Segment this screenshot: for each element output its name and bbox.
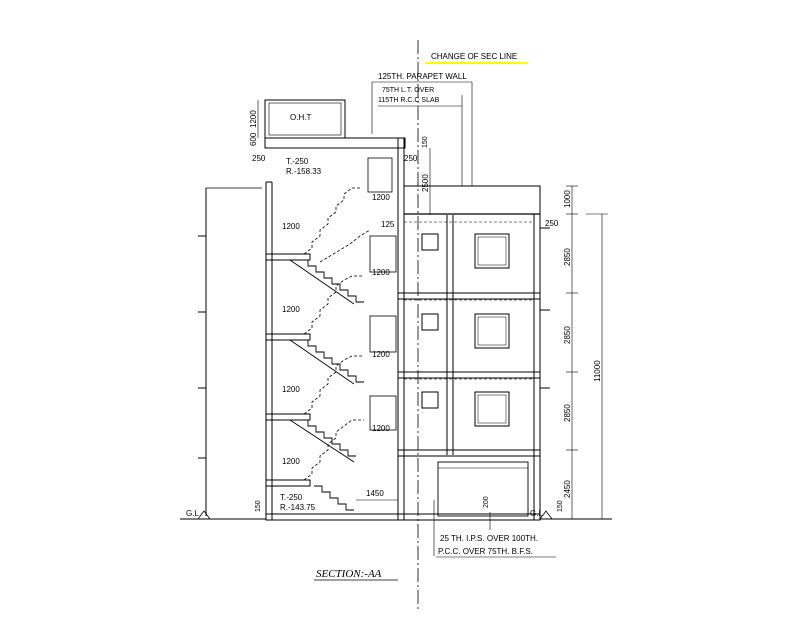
flight-solid-3-soffit bbox=[289, 419, 355, 463]
stair-top-tread: T.-250 bbox=[286, 157, 309, 166]
flight-solid-1-soffit bbox=[289, 259, 355, 305]
dim-oht-base: 600 bbox=[249, 132, 258, 146]
oht-label: O.H.T bbox=[290, 113, 311, 122]
small-window-3 bbox=[421, 391, 439, 409]
section-title: SECTION:-AA bbox=[316, 568, 382, 580]
flight-dashed-3 bbox=[303, 355, 364, 415]
dim-floor-2850-c: 2850 bbox=[563, 404, 572, 422]
dim-floor-2850-a: 2850 bbox=[563, 248, 572, 266]
dim-landing-r1: 1200 bbox=[372, 193, 390, 202]
large-window-3-inner bbox=[477, 394, 507, 424]
plinth-band bbox=[265, 513, 541, 521]
stair-top-riser: R.-158.33 bbox=[286, 167, 322, 176]
dim-floor-2850-b: 2850 bbox=[563, 326, 572, 344]
stair-bottom-riser: R.-143.75 bbox=[280, 503, 316, 512]
floor-note-line1: 25 TH. I.P.S. OVER 100TH. bbox=[440, 534, 538, 543]
gl-right-marker bbox=[539, 510, 553, 520]
flight-solid-2-soffit bbox=[289, 339, 355, 385]
floor-slab-1 bbox=[397, 449, 541, 457]
dim-oht-height: 1200 bbox=[249, 110, 258, 128]
overhead-tank-inner bbox=[268, 102, 342, 136]
small-window-2 bbox=[421, 313, 439, 331]
dim-floor-200: 200 bbox=[483, 496, 490, 508]
floor-slab-2 bbox=[397, 371, 541, 379]
mumty-door bbox=[367, 157, 393, 193]
flight-dashed-4 bbox=[303, 419, 364, 481]
dim-landing-r2: 1200 bbox=[372, 268, 390, 277]
dim-floor-1000: 1000 bbox=[563, 190, 572, 208]
large-window-3 bbox=[474, 391, 510, 427]
dim-landing-r3: 1200 bbox=[372, 350, 390, 359]
lintel-label-line1: 75TH L.T. OVER bbox=[382, 87, 434, 94]
dim-stair-headroom: 2500 bbox=[421, 174, 430, 192]
dim-plinth-left: 150 bbox=[255, 500, 262, 512]
parapet-wall-label: 125TH. PARAPET WALL bbox=[378, 72, 467, 81]
floor-slab-3 bbox=[397, 292, 541, 300]
dim-landing-4: 1200 bbox=[282, 457, 300, 466]
mumty-roof-slab bbox=[264, 137, 406, 149]
landing-slab-1 bbox=[265, 253, 311, 261]
large-window-2-inner bbox=[477, 316, 507, 346]
dim-offset-125: 125 bbox=[381, 220, 395, 229]
flight-solid-1 bbox=[300, 259, 364, 303]
core-door-2 bbox=[369, 315, 397, 353]
floor-note-line2: P.C.C. OVER 75TH. B.F.S. bbox=[438, 547, 533, 556]
flight-solid-2 bbox=[300, 339, 364, 383]
core-door-1 bbox=[369, 235, 397, 273]
flight-solid-3 bbox=[300, 419, 356, 457]
core-door-3 bbox=[369, 395, 397, 431]
dim-left-250: 250 bbox=[252, 154, 266, 163]
dim-floor-2450: 2450 bbox=[563, 480, 572, 498]
gl-right-label: G.L bbox=[530, 509, 543, 518]
small-window-1 bbox=[421, 233, 439, 251]
gl-left-label: G.L bbox=[186, 509, 199, 518]
dim-plinth-right: 150 bbox=[557, 500, 564, 512]
dim-right-250: 250 bbox=[545, 219, 559, 228]
lintel-label-line2: 115TH R.C.C SLAB bbox=[378, 97, 440, 104]
landing-slab-4 bbox=[265, 479, 311, 487]
ground-floor-opening bbox=[437, 461, 529, 517]
landing-slab-3 bbox=[265, 413, 311, 421]
large-window-1 bbox=[474, 233, 510, 269]
stair-bottom-tread: T.-250 bbox=[280, 493, 303, 502]
large-window-2 bbox=[474, 313, 510, 349]
dim-landing-1: 1200 bbox=[282, 222, 300, 231]
dim-landing-3: 1200 bbox=[282, 385, 300, 394]
large-window-1-inner bbox=[477, 236, 507, 266]
flight-dashed-2 bbox=[303, 275, 364, 335]
gl-left-marker bbox=[197, 510, 211, 520]
flight-dashed-1b bbox=[319, 229, 371, 263]
landing-slab-2 bbox=[265, 333, 311, 341]
dim-first-flight: 1450 bbox=[366, 489, 384, 498]
dim-landing-2: 1200 bbox=[282, 305, 300, 314]
dim-top-150: 150 bbox=[422, 136, 429, 148]
flight-solid-4 bbox=[314, 485, 354, 511]
flight-dashed-1 bbox=[303, 187, 360, 255]
dim-mid-250: 250 bbox=[404, 154, 418, 163]
change-of-sec-line-label: CHANGE OF SEC LINE bbox=[431, 52, 517, 61]
dim-landing-r4: 1200 bbox=[372, 424, 390, 433]
dim-total-11000: 11000 bbox=[593, 360, 602, 382]
